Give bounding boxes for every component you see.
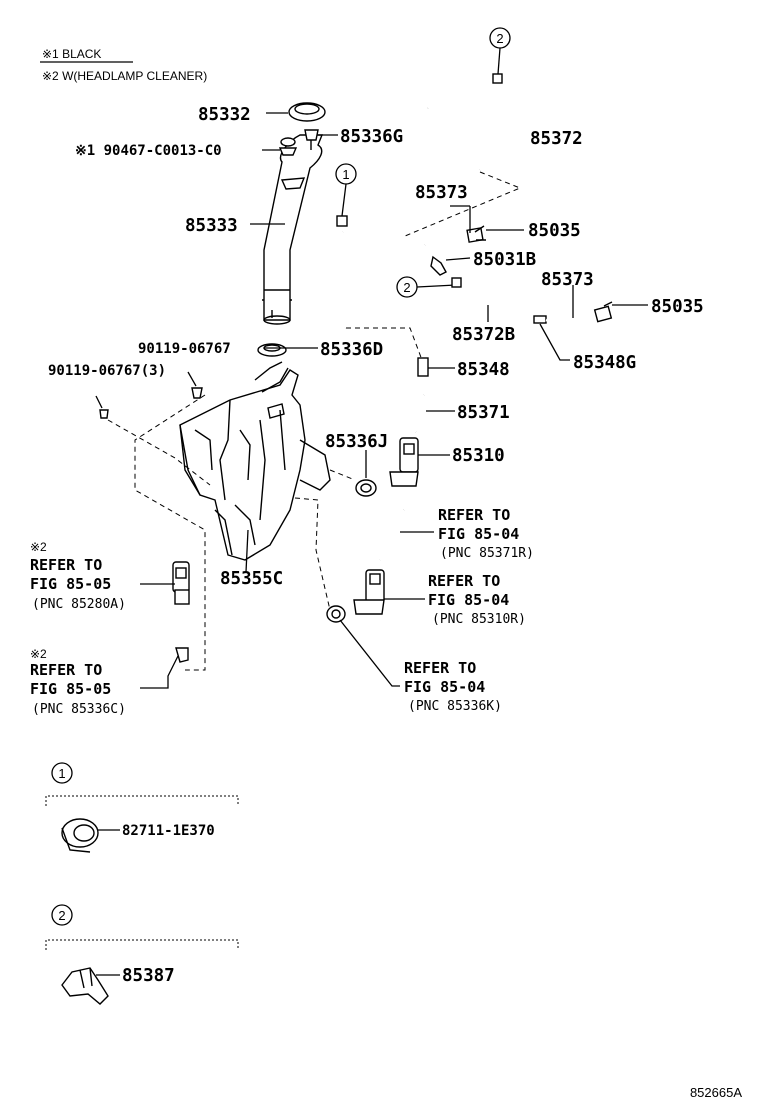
refer-pnc: (PNC 85280A)	[32, 597, 126, 612]
callout-label: 1	[342, 167, 349, 182]
label-85372: 85372	[530, 129, 583, 149]
callout-label: 2	[403, 280, 410, 295]
grommet-85336J	[355, 479, 377, 497]
callout-label: 2	[496, 31, 503, 46]
hose-clip	[336, 215, 348, 227]
hose-clip	[451, 277, 462, 288]
hose-clamp-icon	[61, 818, 99, 853]
pump-85280A	[172, 561, 190, 605]
hose-85373-upper	[424, 225, 486, 247]
fastener-85336G	[304, 129, 319, 150]
grommet-85336C	[175, 647, 189, 663]
legend-clip-1: 1 82711-1E370	[45, 762, 239, 853]
washer-tank-85355C	[179, 361, 331, 561]
refer-85310R: REFER TO FIG 85-04 (PNC 85310R)	[428, 572, 526, 627]
refer-pnc: (PNC 85336K)	[408, 699, 502, 714]
refer-line: REFER TO	[404, 659, 476, 677]
clip-90467	[278, 137, 298, 156]
filler-neck-85333	[262, 134, 324, 325]
check-valve-85031B	[430, 255, 447, 276]
label-90119: 90119-06767	[138, 341, 231, 357]
refer-line: REFER TO	[438, 506, 510, 524]
refer-85336K: REFER TO FIG 85-04 (PNC 85336K)	[404, 659, 502, 714]
refer-85371R: REFER TO FIG 85-04 (PNC 85371R)	[438, 506, 534, 561]
washer-pump-85310R	[353, 569, 385, 615]
refer-mark: ※2	[30, 647, 47, 661]
legend-clip-2: 2 85387	[45, 904, 239, 1005]
legend-part-82711: 82711-1E370	[122, 823, 215, 839]
hose-85372	[332, 61, 551, 329]
label-85333: 85333	[185, 216, 238, 236]
label-85372B: 85372B	[452, 325, 515, 345]
nozzle-85035	[593, 305, 613, 323]
label-85310: 85310	[452, 446, 505, 466]
refer-pnc: (PNC 85336C)	[32, 702, 126, 717]
refer-line: REFER TO	[30, 661, 102, 679]
refer-pnc: (PNC 85371R)	[440, 546, 534, 561]
figure-id: 852665A	[690, 1085, 742, 1100]
hose-85373-lower	[533, 301, 613, 324]
refer-85280A: ※2 REFER TO FIG 85-05 (PNC 85280A)	[30, 540, 126, 612]
filler-cap-85332	[288, 102, 326, 122]
grommet-85336D	[257, 343, 287, 357]
joint-85348G	[533, 315, 547, 324]
hose-clip-icon	[61, 967, 109, 1005]
label-85355C: 85355C	[220, 569, 283, 589]
label-90119-qty: 90119-06767(3)	[48, 363, 166, 379]
hose-85372B	[449, 277, 541, 322]
label-85336J: 85336J	[325, 432, 388, 452]
label-85348G: 85348G	[573, 353, 636, 373]
note-headlamp-cleaner: ※2 W(HEADLAMP CLEANER)	[42, 69, 207, 83]
label-85031B: 85031B	[473, 250, 536, 270]
legend-part-85387: 85387	[122, 966, 175, 986]
grommet-85336K	[326, 605, 346, 623]
hose-85371	[413, 394, 426, 433]
label-85373-lower: 85373	[541, 270, 594, 290]
refer-line: REFER TO	[30, 556, 102, 574]
nozzle-85035	[466, 227, 484, 243]
refer-figure: FIG 85-04	[404, 678, 485, 696]
label-85336D: 85336D	[320, 340, 383, 360]
washer-pump-85310	[389, 437, 419, 487]
label-85371: 85371	[457, 403, 510, 423]
refer-pnc: (PNC 85310R)	[432, 612, 526, 627]
legend-circle-label: 1	[58, 766, 65, 781]
refer-figure: FIG 85-05	[30, 575, 111, 593]
label-85332: 85332	[198, 105, 251, 125]
label-85373-upper: 85373	[415, 183, 468, 203]
note-black: ※1 BLACK	[42, 47, 101, 61]
refer-figure: FIG 85-04	[438, 525, 519, 543]
label-85336G: 85336G	[340, 127, 403, 147]
label-85035-lower: 85035	[651, 297, 704, 317]
refer-85336C: ※2 REFER TO FIG 85-05 (PNC 85336C)	[30, 647, 126, 717]
label-90467: ※1 90467-C0013-C0	[75, 143, 222, 159]
bolt-90119	[99, 387, 203, 419]
refer-figure: FIG 85-05	[30, 680, 111, 698]
label-85035-upper: 85035	[528, 221, 581, 241]
refer-mark: ※2	[30, 540, 47, 554]
refer-line: REFER TO	[428, 572, 500, 590]
hose-clip	[492, 73, 503, 84]
refer-figure: FIG 85-04	[428, 591, 509, 609]
label-85348: 85348	[457, 360, 510, 380]
legend-circle-label: 2	[58, 908, 65, 923]
joint-85348	[417, 357, 429, 377]
hose-85371R	[378, 509, 406, 561]
